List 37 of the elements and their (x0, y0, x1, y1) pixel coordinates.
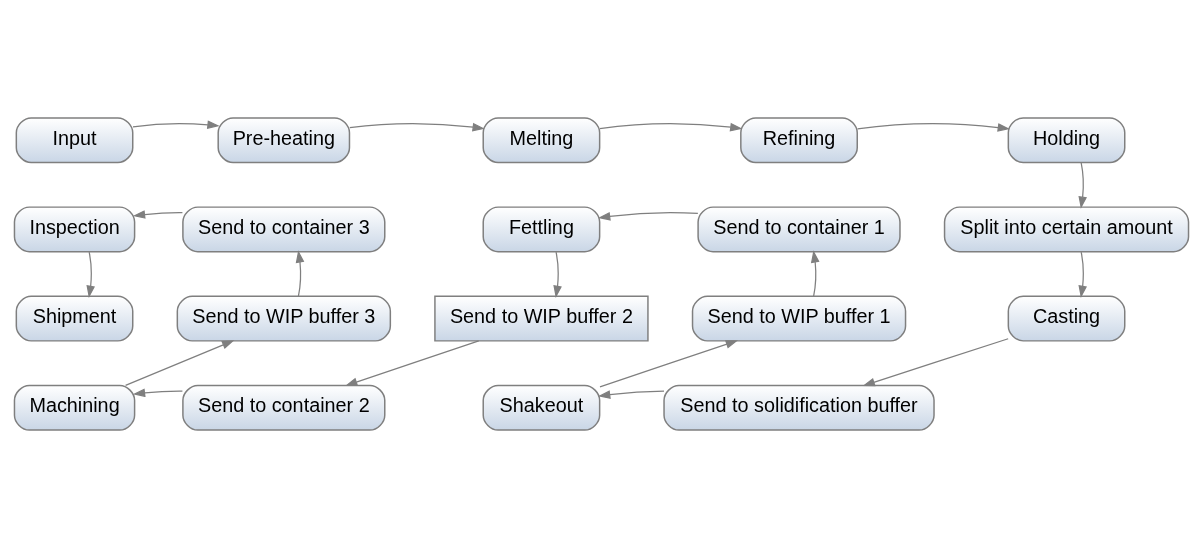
arrow (553, 250, 562, 298)
node-box: Input (15, 116, 134, 163)
arrow (124, 339, 235, 386)
node-box: Fettling (482, 205, 601, 252)
node-box: Refining (740, 116, 858, 163)
node-box: Machining (13, 384, 136, 431)
arrow (856, 122, 1011, 132)
node-box: Send to container 1 (697, 205, 901, 252)
arrow (132, 119, 220, 129)
arrow (597, 389, 665, 399)
node-box: Pre-heating (217, 116, 351, 163)
arrow (599, 122, 743, 131)
node-box: Shakeout (482, 384, 601, 431)
arrow (597, 211, 699, 221)
node-box: Send to WIP buffer 1 (691, 295, 907, 342)
node-box: Split into certain amount (943, 205, 1190, 252)
arrow (132, 209, 184, 219)
node-box: Melting (482, 116, 601, 163)
node-box: Casting (1007, 295, 1126, 342)
node-box: Send to container 3 (182, 205, 386, 252)
arrow (1078, 161, 1087, 209)
node-box: Send to solidification buffer (663, 384, 935, 431)
arrow (295, 249, 305, 297)
node-box: Inspection (13, 205, 136, 252)
arrow (86, 250, 95, 298)
arrow (345, 339, 480, 386)
node-box: Holding (1007, 116, 1126, 163)
node-box: Send to WIP buffer 2 (434, 295, 649, 342)
arrow (810, 249, 820, 297)
node-box: Shipment (15, 295, 134, 342)
arrow (1078, 250, 1087, 298)
node-box: Send to WIP buffer 3 (176, 295, 392, 342)
arrow (862, 337, 1009, 386)
arrow (132, 388, 184, 397)
arrow (349, 122, 485, 131)
node-box: Send to container 2 (182, 384, 386, 431)
arrow (599, 339, 739, 387)
